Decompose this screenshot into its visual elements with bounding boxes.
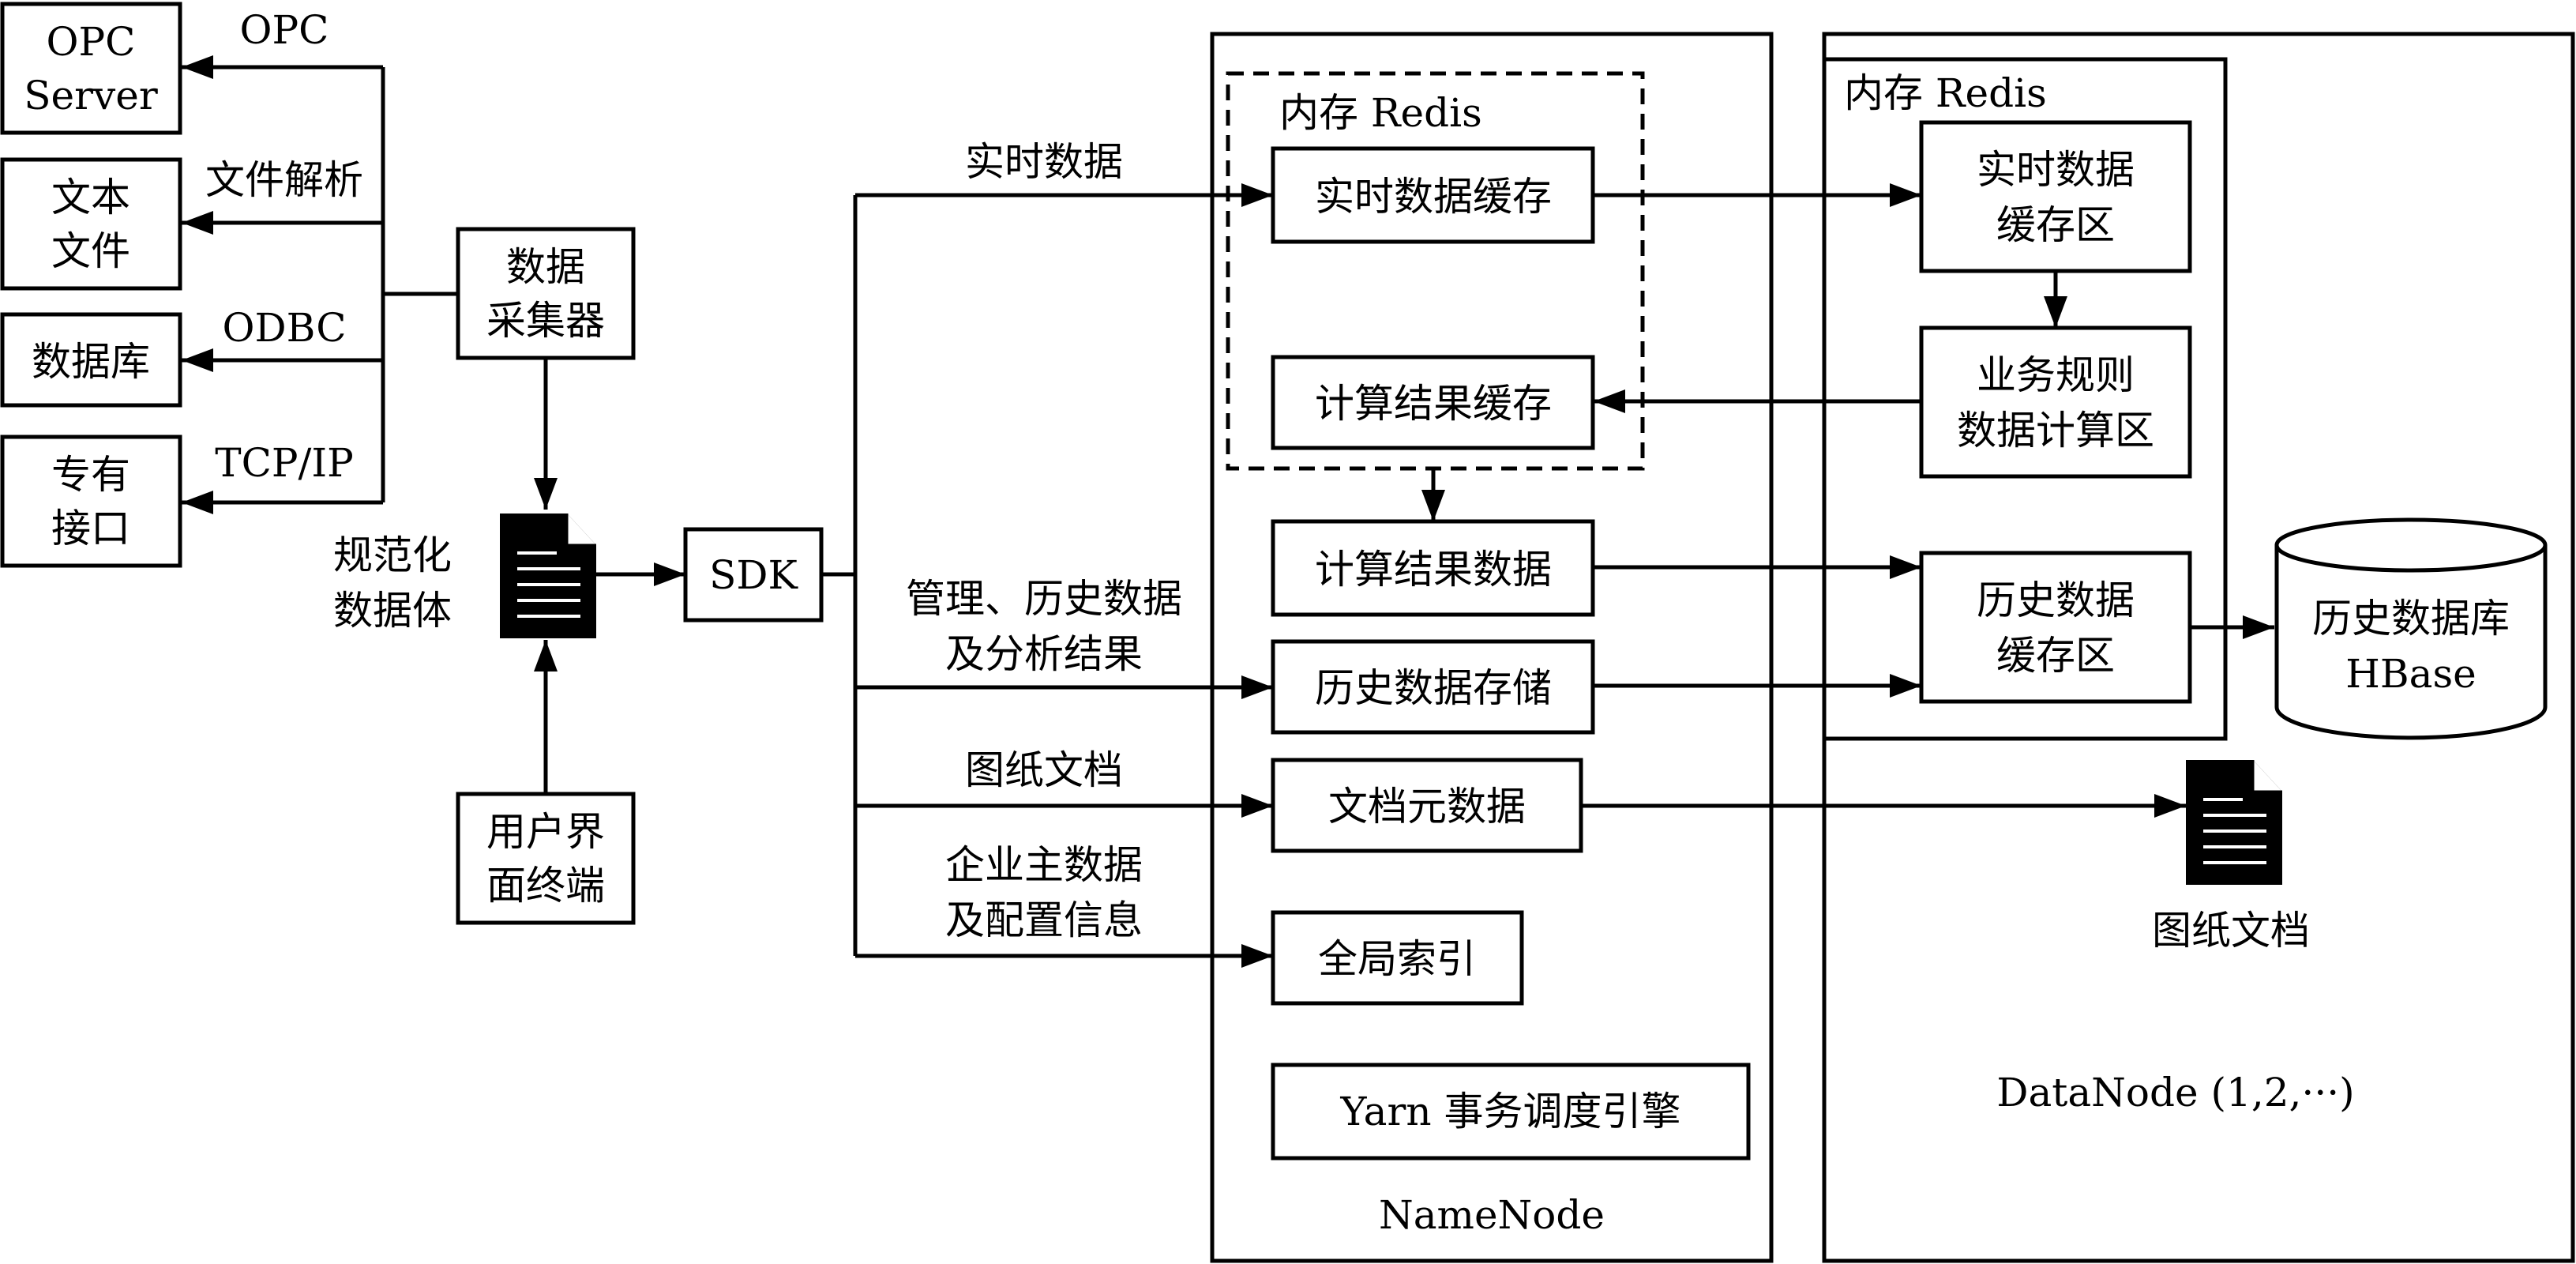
source-opc-server: OPC Server — [0, 2, 182, 135]
link-file-parse: 文件解析 — [205, 157, 363, 203]
datanode-redis-label: 内存 Redis — [1844, 70, 2047, 116]
yarn-scheduler: Yarn 事务调度引擎 — [1271, 1063, 1751, 1161]
hbase-line2: HBase — [2345, 651, 2476, 697]
realtime-cache-label: 实时数据缓存 — [1315, 174, 1552, 220]
collector-line2: 采集器 — [486, 298, 605, 344]
collector-line1: 数据 — [506, 244, 585, 290]
proprietary-line2: 接口 — [51, 506, 130, 551]
datanode-drawings-label: 图纸文档 — [2152, 908, 2310, 954]
calc-result-cache: 计算结果缓存 — [1271, 355, 1595, 450]
global-index-label: 全局索引 — [1318, 936, 1476, 982]
namenode-redis-label: 内存 Redis — [1279, 90, 1482, 136]
realtime-cache-zone: 实时数据 缓存区 — [1919, 120, 2192, 273]
link-odbc: ODBC — [222, 305, 346, 351]
terminal-line2: 面终端 — [486, 863, 605, 908]
namenode-panel: NameNode — [1210, 32, 1774, 1263]
channel-realtime: 实时数据 — [965, 139, 1123, 185]
terminal-line1: 用户界 — [486, 809, 605, 855]
calc-cache-label: 计算结果缓存 — [1315, 381, 1552, 427]
global-index: 全局索引 — [1271, 910, 1524, 1006]
text-file-line1: 文本 — [51, 175, 130, 220]
sdk-box: SDK — [683, 527, 824, 623]
normalized-line2: 数据体 — [333, 588, 452, 634]
datanode-label: DataNode (1,2,···) — [1996, 1070, 2354, 1115]
hbase-database: 历史数据库 HBase — [2274, 517, 2548, 740]
realtime-data-cache: 实时数据缓存 — [1271, 146, 1595, 244]
channel-history-line2: 及分析结果 — [945, 631, 1143, 677]
namenode-redis-group: 内存 Redis — [1226, 71, 1645, 471]
doc-metadata-label: 文档元数据 — [1328, 784, 1526, 830]
opc-line2: Server — [24, 73, 158, 118]
history-zone-line2: 缓存区 — [1996, 633, 2115, 679]
sdk-channels: 实时数据 管理、历史数据 及分析结果 图纸文档 企业主数据 及配置信息 — [821, 139, 1273, 968]
history-storage-label: 历史数据存储 — [1315, 665, 1552, 711]
business-zone-line2: 数据计算区 — [1957, 408, 2154, 453]
business-zone-line1: 业务规则 — [1977, 352, 2135, 398]
source-proprietary-interface: 专有 接口 — [0, 434, 182, 568]
document-icon — [500, 514, 596, 638]
history-zone-line1: 历史数据 — [1977, 577, 2135, 623]
normalized-line1: 规范化 — [333, 532, 452, 578]
drawing-document-icon — [2186, 760, 2282, 885]
cross-node-arrows — [1581, 183, 2186, 818]
calc-data-label: 计算结果数据 — [1315, 547, 1552, 592]
text-file-line2: 文件 — [51, 228, 130, 274]
datanode-redis-group: 内存 Redis — [1822, 57, 2228, 741]
business-rule-calc-zone: 业务规则 数据计算区 — [1919, 325, 2192, 479]
document-metadata: 文档元数据 — [1271, 758, 1583, 853]
source-database: 数据库 — [0, 312, 182, 408]
database-label: 数据库 — [32, 339, 150, 385]
channel-history-line1: 管理、历史数据 — [906, 576, 1182, 622]
source-text-file: 文本 文件 — [0, 157, 182, 291]
channel-drawings: 图纸文档 — [965, 747, 1123, 793]
namenode-label: NameNode — [1379, 1192, 1605, 1238]
sdk-label: SDK — [709, 552, 798, 598]
channel-master-line2: 及配置信息 — [945, 897, 1143, 943]
hbase-line1: 历史数据库 — [2312, 596, 2510, 641]
link-opc: OPC — [240, 7, 329, 53]
opc-line1: OPC — [47, 19, 136, 65]
calc-result-data: 计算结果数据 — [1271, 519, 1595, 617]
link-tcpip: TCP/IP — [215, 440, 354, 486]
yarn-label: Yarn 事务调度引擎 — [1340, 1089, 1681, 1134]
channel-master-line1: 企业主数据 — [945, 842, 1143, 888]
history-data-storage: 历史数据存储 — [1271, 639, 1595, 735]
proprietary-line1: 专有 — [51, 452, 130, 498]
realtime-zone-line1: 实时数据 — [1977, 147, 2135, 193]
data-collector: 数据 采集器 — [456, 227, 636, 360]
history-cache-zone: 历史数据 缓存区 — [1919, 551, 2192, 704]
source-links: OPC 文件解析 ODBC TCP/IP — [182, 7, 458, 514]
realtime-zone-line2: 缓存区 — [1996, 202, 2115, 248]
user-interface-terminal: 用户界 面终端 — [456, 792, 636, 925]
